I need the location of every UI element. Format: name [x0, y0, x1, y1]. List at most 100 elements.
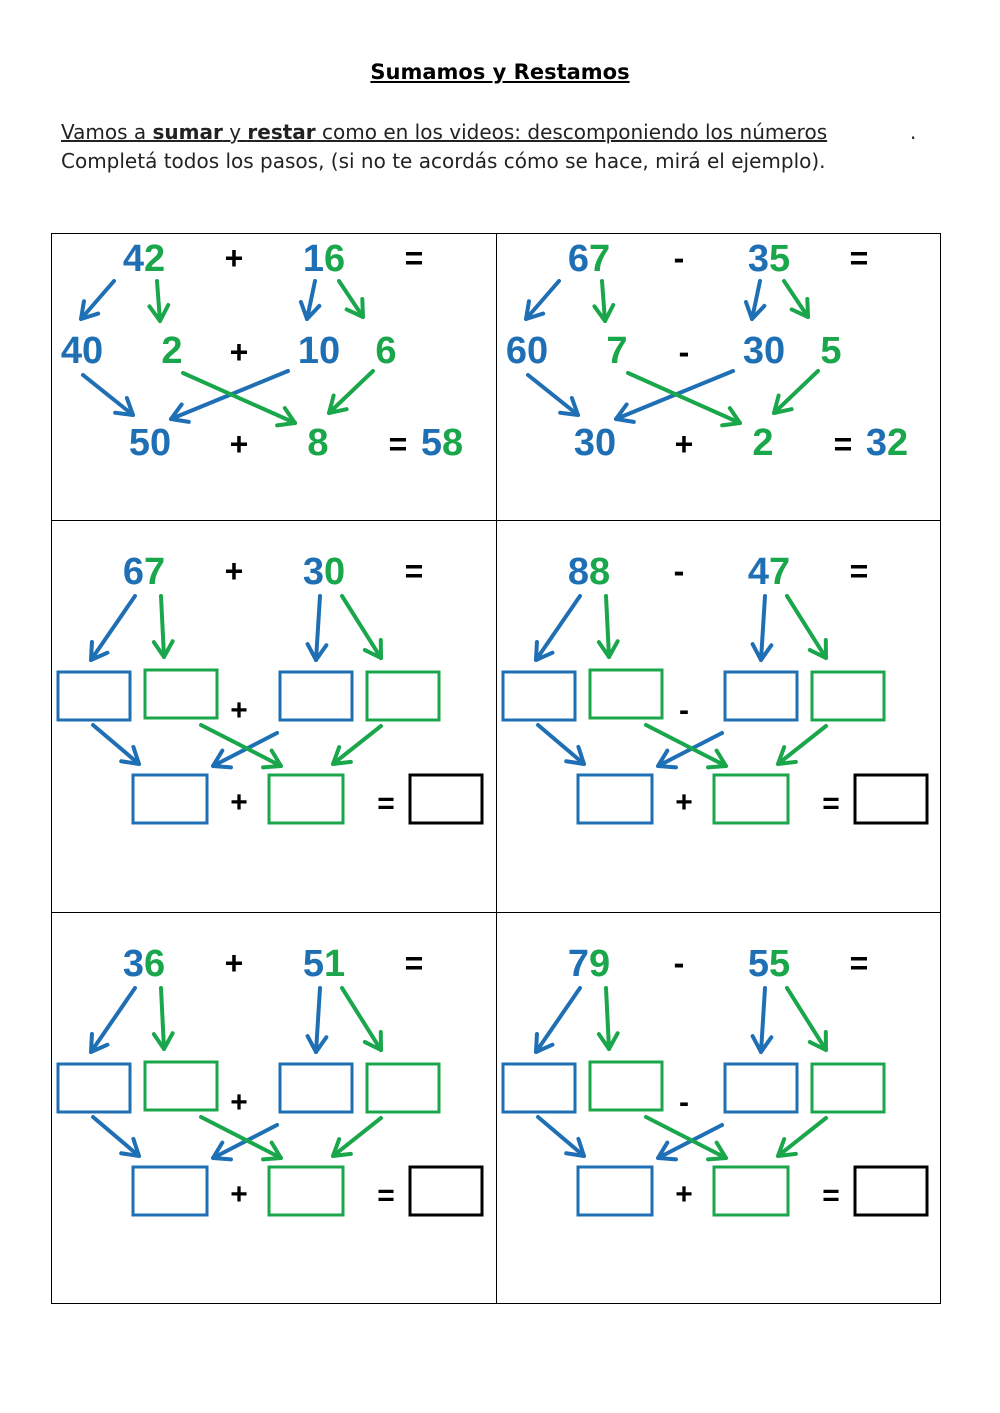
first-units-box[interactable] — [588, 668, 664, 720]
arrow-line — [89, 986, 137, 1054]
second-tens-box[interactable] — [723, 1062, 799, 1114]
instructions: Vamos a sumar y restar como en los video… — [61, 118, 961, 176]
units-sum-box[interactable] — [712, 1165, 790, 1217]
equals-sign: = — [377, 787, 395, 820]
result-box[interactable] — [853, 1165, 929, 1217]
equals-sign: = — [850, 240, 869, 276]
arrow-head-icon — [344, 297, 365, 319]
units-sum-box[interactable] — [712, 773, 790, 825]
arrow-line — [534, 594, 582, 662]
tens-sum-box[interactable] — [576, 773, 654, 825]
first-tens-box[interactable] — [501, 1062, 577, 1114]
instruction-period: . — [910, 120, 917, 144]
instruction-sumar: sumar — [152, 120, 223, 144]
arrow-head-icon — [706, 1140, 728, 1162]
operator-sign: - — [679, 1086, 689, 1119]
arrow-line — [314, 986, 322, 1054]
arrow-head-icon — [564, 1136, 586, 1158]
arrow-line — [337, 279, 365, 319]
units-sum-box[interactable] — [267, 773, 345, 825]
result-box[interactable] — [408, 773, 484, 825]
arrow-head-icon — [298, 300, 322, 321]
first-tens: 40 — [61, 330, 103, 372]
arrow-line — [181, 371, 297, 425]
arrow-head-icon — [261, 1140, 283, 1162]
arrow-line — [79, 279, 116, 321]
second-units-box[interactable] — [810, 1062, 886, 1114]
result-box[interactable] — [853, 773, 929, 825]
operator-sign: + — [230, 426, 249, 462]
arrow-line — [89, 594, 137, 662]
arrow-line — [327, 369, 375, 415]
first-number: 36 — [123, 943, 165, 985]
second-units-box[interactable] — [365, 670, 441, 722]
tens-sum-box[interactable] — [131, 773, 209, 825]
operator-sign: + — [675, 1178, 693, 1211]
arrow-head-icon — [275, 406, 297, 428]
instruction-text: como en los videos: descomponiendo los n… — [315, 120, 828, 144]
arrow-line — [759, 594, 767, 662]
arrow-head-icon — [656, 748, 678, 770]
tens-sum-box[interactable] — [576, 1165, 654, 1217]
second-units: 5 — [820, 330, 841, 372]
arrow-head-icon — [305, 642, 329, 662]
arrow-head-icon — [89, 640, 110, 662]
first-units: 2 — [161, 330, 182, 372]
units-sum-box[interactable] — [267, 1165, 345, 1217]
tens-sum-box[interactable] — [131, 1165, 209, 1217]
operator-sign: + — [225, 945, 244, 981]
first-number: 67 — [123, 551, 165, 593]
arrow-head-icon — [807, 638, 828, 660]
arrow-line — [759, 986, 767, 1054]
second-units-box[interactable] — [365, 1062, 441, 1114]
arrow-line — [536, 1115, 586, 1158]
equals-sign: = — [405, 945, 424, 981]
arrow-head-icon — [592, 302, 616, 323]
arrow-head-icon — [261, 748, 283, 770]
second-tens-box[interactable] — [278, 670, 354, 722]
arrow-line — [534, 986, 582, 1054]
arrow-line — [159, 986, 166, 1051]
arrow-line — [331, 1116, 383, 1158]
second-number: 16 — [303, 238, 345, 280]
operator-sign: - — [674, 553, 685, 589]
operator-sign: - — [679, 694, 689, 727]
first-units-box[interactable] — [143, 668, 219, 720]
first-tens-box[interactable] — [56, 670, 132, 722]
operator-sign: + — [675, 426, 694, 462]
second-tens-box[interactable] — [278, 1062, 354, 1114]
arrow-head-icon — [169, 402, 191, 424]
instruction-text: y — [222, 120, 248, 144]
second-units-box[interactable] — [810, 670, 886, 722]
second-number: 47 — [748, 551, 790, 593]
arrow-head-icon — [119, 1136, 141, 1158]
arrow-line — [340, 986, 383, 1052]
operator-sign: + — [225, 553, 244, 589]
arrow-line — [750, 279, 762, 321]
operator-sign: + — [230, 786, 248, 819]
equals-sign: = — [822, 787, 840, 820]
first-units-box[interactable] — [143, 1060, 219, 1112]
tens-sum: 50 — [129, 422, 171, 464]
equals-sign: = — [389, 426, 408, 462]
instruction-restar: restar — [247, 120, 316, 144]
second-number: 30 — [303, 551, 345, 593]
arrow-head-icon — [750, 642, 774, 662]
second-tens-box[interactable] — [723, 670, 799, 722]
arrow-line — [785, 594, 828, 660]
first-units-box[interactable] — [588, 1060, 664, 1112]
result-number: 32 — [866, 422, 908, 464]
arrow-line — [644, 723, 728, 768]
result-box[interactable] — [408, 1165, 484, 1217]
arrow-head-icon — [113, 396, 135, 417]
arrow-line — [536, 723, 586, 766]
arrow-head-icon — [331, 1137, 353, 1158]
first-tens-box[interactable] — [56, 1062, 132, 1114]
first-number: 88 — [568, 551, 610, 593]
arrow-head-icon — [776, 745, 798, 766]
tens-sum: 30 — [574, 422, 616, 464]
arrow-head-icon — [305, 1034, 329, 1054]
arrow-head-icon — [750, 1034, 774, 1054]
arrow-line — [199, 723, 283, 768]
first-tens-box[interactable] — [501, 670, 577, 722]
